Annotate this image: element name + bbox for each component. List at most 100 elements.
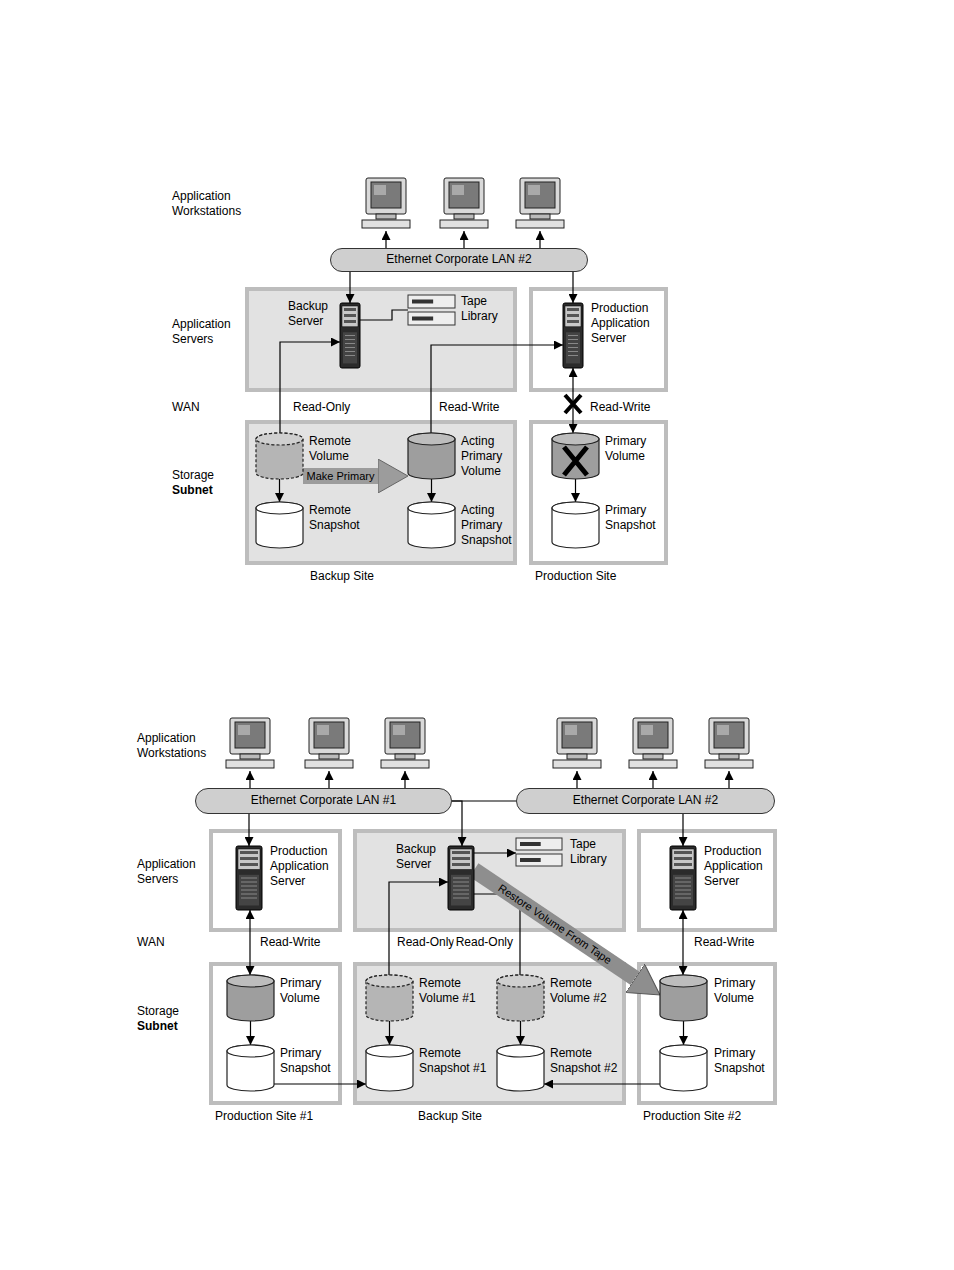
monitor-case (520, 178, 560, 214)
vent-line (675, 890, 691, 891)
row-label: Storage (172, 468, 214, 483)
monitor-stand (643, 754, 663, 759)
snapshot-cylinder-icon (408, 502, 455, 548)
drive-bay (674, 851, 692, 854)
drive-bay (452, 857, 470, 860)
node-label: Acting Primary Snapshot (461, 503, 533, 548)
node-label: Primary Snapshot (605, 503, 677, 533)
vent-line (453, 890, 469, 891)
server-case (236, 846, 262, 910)
site-panel: Production Site #1Primary VolumePrimary … (209, 962, 342, 1105)
vent-line (241, 878, 257, 879)
site-heading: Backup Site (310, 569, 374, 584)
node-label: Remote Snapshot #1 (419, 1046, 491, 1076)
drive-bay (240, 851, 258, 854)
snapshot-cylinder: Remote Snapshot #2 (497, 1045, 544, 1091)
node-label: Primary Volume (714, 976, 786, 1006)
connector (520, 1021, 521, 1045)
cylinder-top (227, 1045, 274, 1057)
connector (544, 1083, 660, 1084)
monitor-stand (319, 754, 339, 759)
vent-line (453, 898, 469, 899)
arrow-label: Make Primary (304, 469, 378, 483)
vent-line (568, 335, 578, 336)
storage-panel (355, 964, 624, 1103)
server-front (451, 875, 471, 906)
connector (572, 272, 573, 303)
site-panel: Backup SiteRemote Volume #1Remote Snapsh… (353, 962, 626, 1105)
volume-cylinder: Primary Volume (227, 975, 274, 1021)
snapshot-cylinder-icon (256, 502, 303, 548)
volume-cylinder-icon (552, 433, 599, 479)
screen-glare (528, 185, 540, 195)
node-label: Backup Server (396, 842, 440, 872)
remote-volume-cylinder-icon (497, 975, 544, 1021)
cylinder-top (660, 1045, 707, 1057)
monitor-screen (390, 722, 420, 748)
keyboard (305, 760, 353, 768)
snapshot-cylinder: Primary Snapshot (660, 1045, 707, 1091)
row-label: Subnet (172, 483, 213, 498)
workstation-link (328, 771, 329, 788)
cylinder-body (497, 975, 544, 1021)
monitor-screen (525, 182, 555, 208)
row-label: Application Servers (172, 317, 247, 347)
snapshot-cylinder: Acting Primary Snapshot (408, 502, 455, 548)
block-arrow (303, 468, 378, 484)
cylinder-body (227, 975, 274, 1021)
vent-line (675, 886, 691, 887)
server-node-icon (448, 846, 474, 910)
connector (280, 342, 340, 433)
node-label: Tape Library (461, 294, 506, 324)
screen-glare (393, 725, 405, 735)
tape-slot (520, 842, 541, 846)
keyboard (440, 220, 488, 228)
node-label: Remote Snapshot (309, 503, 381, 533)
keyboard (381, 760, 429, 768)
node-label: Primary Snapshot (714, 1046, 786, 1076)
vent-line (241, 894, 257, 895)
server-bays (565, 306, 581, 327)
workstation-link (463, 231, 464, 248)
connector (682, 814, 683, 846)
workstation-icon (305, 718, 353, 768)
workstation-link (404, 771, 405, 788)
node-label: Acting Primary Volume (461, 434, 533, 479)
vent-line (453, 878, 469, 879)
connector (389, 882, 448, 975)
row-label: Application Servers (137, 857, 212, 887)
server-node-icon (340, 303, 360, 368)
vent-line (345, 343, 355, 344)
server-bays (342, 306, 358, 327)
cylinder-top (408, 433, 455, 445)
vent-line (675, 898, 691, 899)
connector (682, 910, 683, 975)
vent-line (453, 886, 469, 887)
monitor-stand (454, 214, 474, 219)
cylinder-body (408, 502, 455, 548)
volume-cylinder: Primary Volume (552, 433, 599, 479)
server-panel (531, 289, 666, 390)
drive-bay (452, 851, 470, 854)
cylinder-body (552, 502, 599, 548)
monitor-case (230, 718, 270, 754)
network-label: Ethernet Corporate LAN #1 (251, 789, 396, 812)
server-node-icon (563, 303, 583, 368)
cylinder-body (660, 1045, 707, 1091)
cylinder-top (497, 1045, 544, 1057)
row-label: Application Workstations (172, 189, 252, 219)
monitor-screen (562, 722, 592, 748)
connector (575, 479, 576, 502)
drive-bay (344, 308, 356, 311)
connector (389, 1021, 390, 1045)
network-label: Ethernet Corporate LAN #2 (573, 789, 718, 812)
drive-bay (240, 857, 258, 860)
screen-glare (717, 725, 729, 735)
workstation-link (652, 771, 653, 788)
cylinder-top (366, 975, 413, 987)
workstation-icon (705, 718, 753, 768)
server-panel (639, 831, 775, 930)
cylinder-top (408, 502, 455, 514)
node-label: Remote Snapshot #2 (550, 1046, 622, 1076)
